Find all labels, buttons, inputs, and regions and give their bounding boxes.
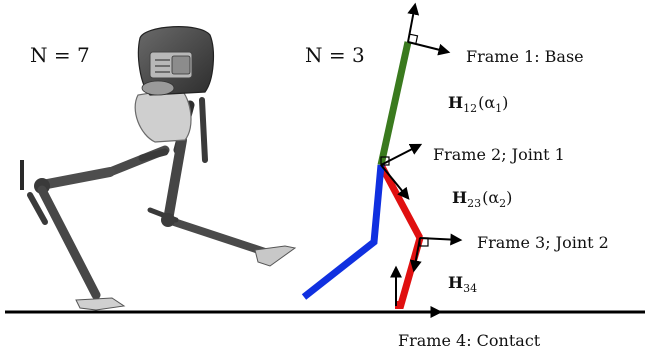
frame1-label: Frame 1: Base: [466, 47, 584, 66]
robot-illustration: [20, 26, 297, 311]
swing-leg-links: [301, 164, 385, 300]
frame2-axes: [380, 143, 423, 200]
contact-point: [395, 301, 403, 309]
link-joint1-to-joint2: [377, 163, 424, 240]
robot-stance-leg: [20, 145, 170, 311]
robot-n-label: N = 7: [30, 43, 90, 67]
frame1-axes: [407, 2, 451, 56]
transform-h34-label: H34: [448, 273, 477, 295]
kinematic-model: [301, 2, 463, 318]
frame3-label: Frame 3; Joint 2: [477, 233, 609, 252]
frame2-label: Frame 2; Joint 1: [433, 145, 565, 164]
transform-h23-label: H23(α2): [452, 188, 512, 210]
model-n-label: N = 3: [305, 43, 365, 67]
robot-torso: [137, 26, 215, 96]
link-joint2-to-contact: [396, 237, 424, 309]
link-base-to-joint1: [377, 41, 412, 166]
robot-pelvis: [134, 87, 192, 143]
transform-h12-label: H12(α1): [448, 93, 508, 115]
frame4-label: Frame 4: Contact: [398, 331, 541, 350]
frame3-axes: [409, 233, 463, 273]
frame4-axes: [390, 265, 443, 318]
